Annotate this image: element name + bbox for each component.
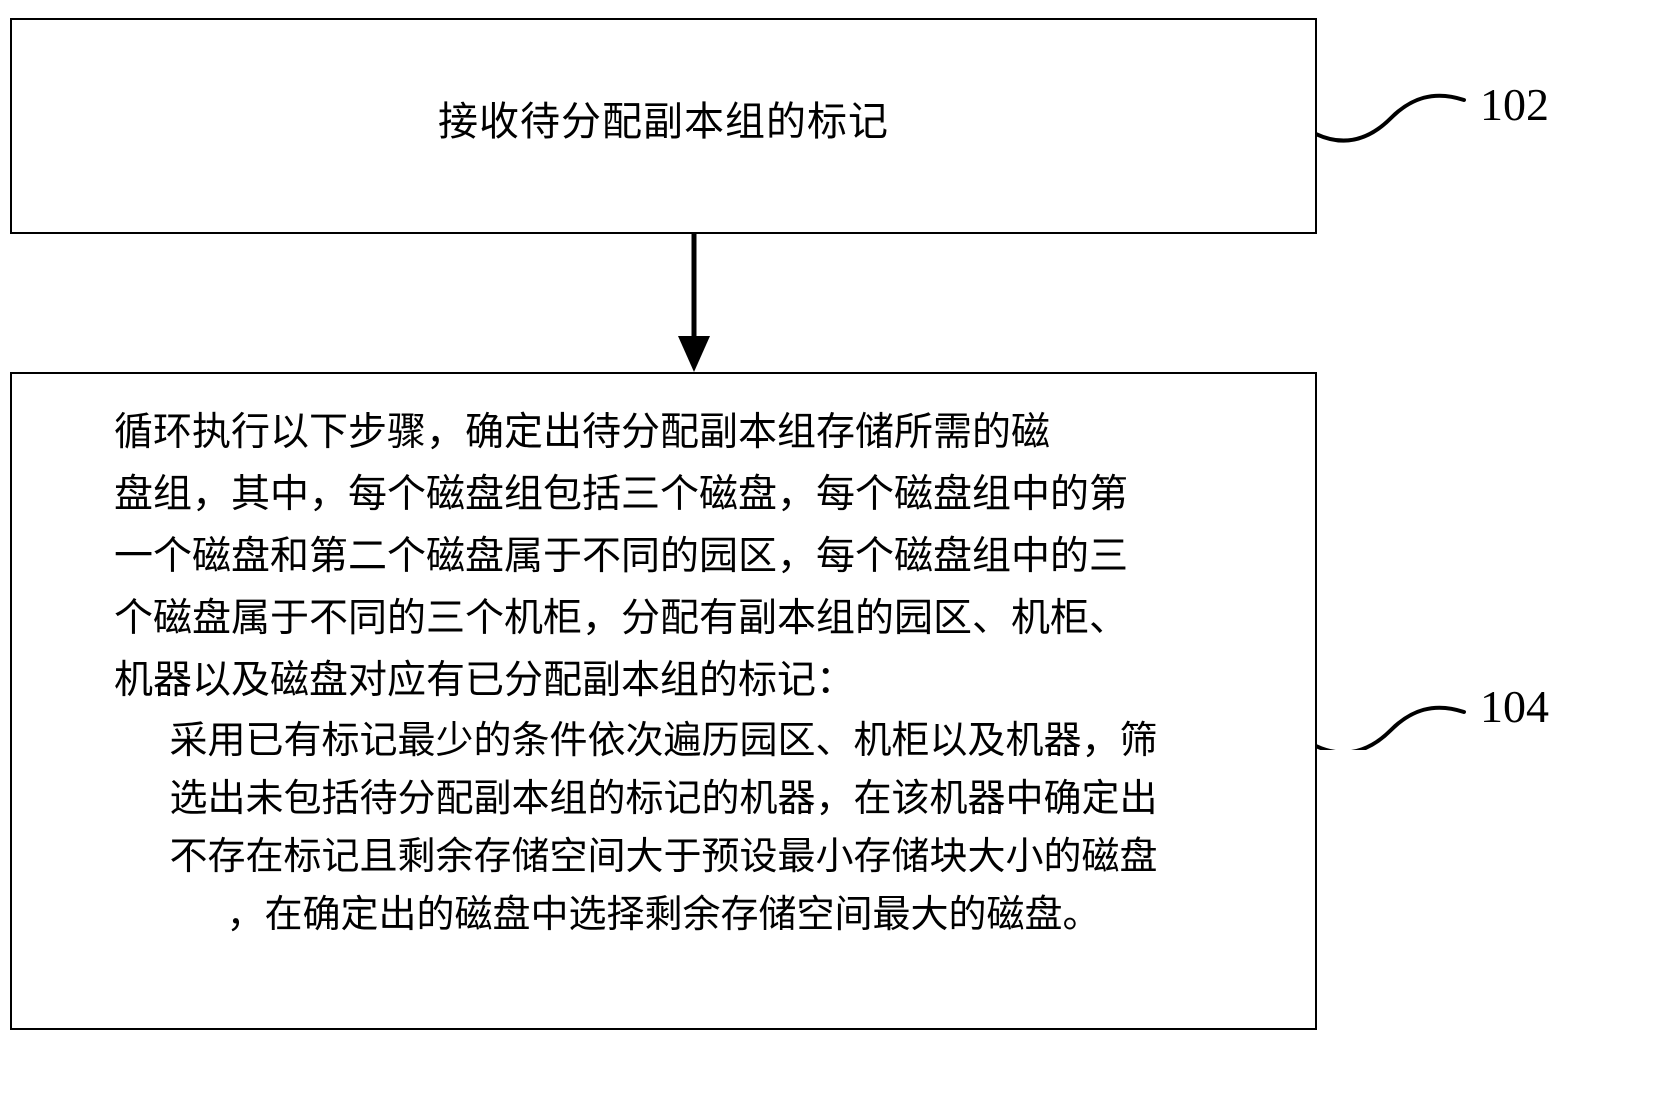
reference-numeral-104: 104 [1480, 681, 1549, 732]
process-box-102-text: 接收待分配副本组的标记 [438, 99, 889, 144]
reference-numeral-102: 102 [1480, 79, 1549, 130]
process-box-104: 循环执行以下步骤，确定出待分配副本组存储所需的磁 盘组，其中，每个磁盘组包括三个… [10, 372, 1317, 1030]
paragraph-2-line-4: ，在确定出的磁盘中选择剩余存储空间最大的磁盘。 [226, 894, 1101, 936]
paragraph-2-line-2: 选出未包括待分配副本组的标记的机器，在该机器中确定出 [169, 778, 1158, 820]
leader-line-102 [1314, 58, 1496, 148]
paragraph-2-line-3: 不存在标记且剩余存储空间大于预设最小存储块大小的磁盘 [169, 836, 1158, 878]
connector-arrow-102-to-104 [640, 232, 750, 377]
paragraph-1-line-5: 机器以及磁盘对应有已分配副本组的标记： [114, 659, 856, 702]
process-box-102: 接收待分配副本组的标记 [10, 18, 1317, 234]
paragraph-1-line-3: 一个磁盘和第二个磁盘属于不同的园区，每个磁盘组中的三 [114, 535, 1129, 578]
process-box-104-paragraph-1: 循环执行以下步骤，确定出待分配副本组存储所需的磁 盘组，其中，每个磁盘组包括三个… [36, 402, 1291, 712]
leader-line-104 [1314, 660, 1496, 755]
paragraph-1-line-2: 盘组，其中，每个磁盘组包括三个磁盘，每个磁盘组中的第 [114, 473, 1129, 516]
paragraph-2-line-1: 采用已有标记最少的条件依次遍历园区、机柜以及机器，筛 [169, 720, 1158, 762]
paragraph-1-line-1: 循环执行以下步骤，确定出待分配副本组存储所需的磁 [114, 411, 1051, 454]
process-box-104-paragraph-2: 采用已有标记最少的条件依次遍历园区、机柜以及机器，筛 选出未包括待分配副本组的标… [36, 712, 1291, 944]
paragraph-1-line-4: 个磁盘属于不同的三个机柜，分配有副本组的园区、机柜、 [114, 597, 1129, 640]
